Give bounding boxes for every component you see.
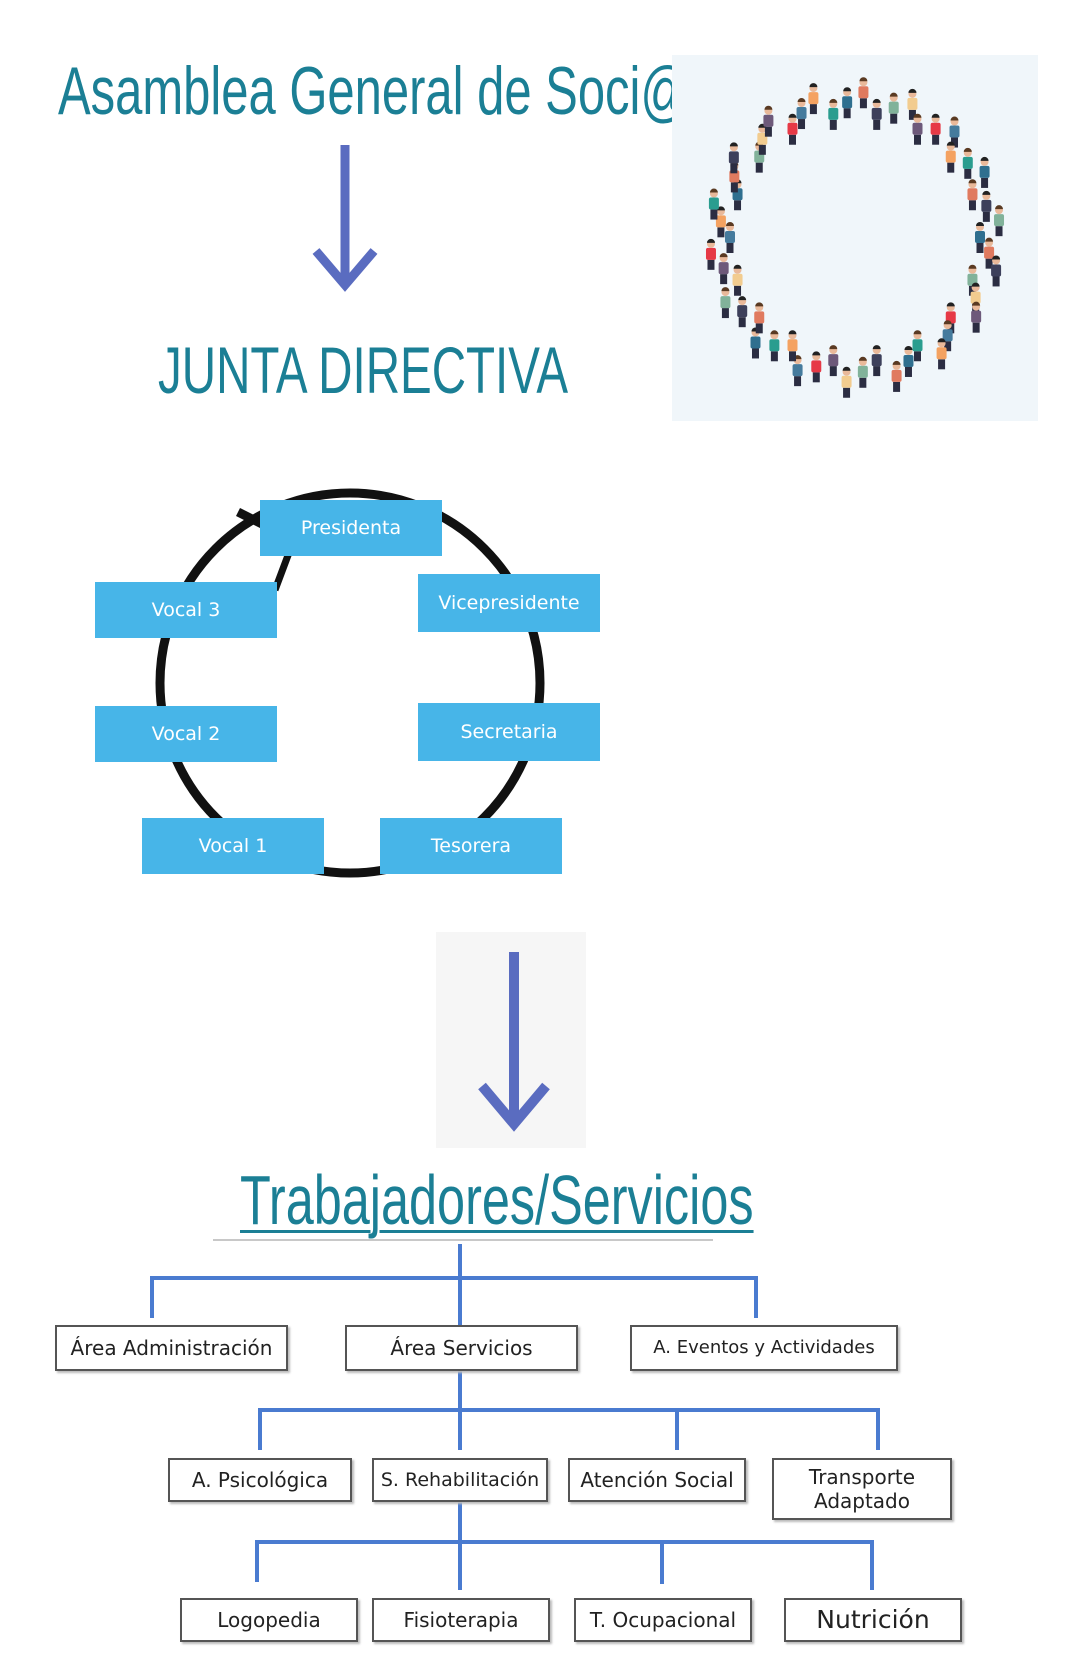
person-figure: [967, 179, 978, 211]
cycle-arrow-head: [271, 548, 294, 592]
person-figure: [984, 237, 995, 269]
person-figure: [787, 113, 798, 145]
person-figure: [828, 98, 839, 130]
role-presidenta: Presidenta: [260, 500, 442, 556]
person-figure: [725, 222, 735, 253]
role-vocal3: Vocal 3: [95, 582, 277, 638]
org-rehabilitacion: S. Rehabilitación: [372, 1458, 548, 1502]
org-fisioterapia: Fisioterapia: [372, 1598, 550, 1642]
person-figure: [871, 98, 882, 130]
person-figure: [757, 123, 768, 155]
person-figure: [808, 83, 819, 115]
person-figure: [811, 351, 822, 383]
cycle-ring: [155, 488, 545, 878]
org-nutricion: Nutrición: [784, 1598, 962, 1642]
asamblea-title: Asamblea General de Soci@s: [58, 53, 715, 129]
person-figure: [842, 87, 853, 119]
person-figure: [769, 330, 780, 362]
role-secretaria: Secretaria: [418, 703, 600, 761]
person-figure: [857, 356, 868, 388]
person-figure: [828, 345, 839, 377]
org-area-administracion: Área Administración: [55, 1325, 288, 1371]
role-vocal2: Vocal 2: [95, 706, 277, 762]
person-figure: [871, 345, 882, 377]
person-figure: [718, 253, 729, 285]
org-logopedia: Logopedia: [180, 1598, 358, 1642]
down-arrow-icon: [312, 145, 378, 292]
cycle-arrow-tail: [235, 507, 265, 529]
trabajadores-title: Trabajadores/Servicios: [240, 1161, 754, 1239]
junta-title: JUNTA DIRECTIVA: [158, 333, 569, 407]
org-area-servicios: Área Servicios: [345, 1325, 578, 1371]
person-figure: [787, 330, 798, 362]
org-eventos-actividades: A. Eventos y Actividades: [630, 1325, 898, 1371]
role-tesorera: Tesorera: [380, 818, 562, 874]
person-figure: [949, 116, 960, 148]
person-figure: [975, 222, 985, 253]
person-figure: [763, 105, 774, 137]
person-figure: [991, 255, 1002, 287]
person-figure: [720, 287, 731, 319]
person-figure: [942, 320, 953, 352]
junta-cycle-diagram: [155, 488, 545, 878]
person-figure: [708, 188, 719, 220]
person-figure: [981, 190, 992, 222]
person-figure: [979, 156, 990, 188]
role-vicepresidente: Vicepresidente: [418, 574, 600, 632]
person-figure: [728, 142, 739, 174]
person-figure: [912, 113, 923, 145]
person-figure: [971, 301, 982, 333]
person-figure: [705, 238, 716, 270]
person-figure: [912, 330, 923, 362]
person-figure: [967, 264, 978, 296]
person-figure: [907, 88, 918, 120]
person-figure: [888, 92, 899, 124]
person-figure: [936, 338, 947, 370]
person-figure: [796, 98, 807, 130]
person-figure: [737, 296, 748, 328]
org-psicologica: A. Psicológica: [168, 1458, 352, 1502]
person-figure: [903, 345, 914, 377]
person-figure: [994, 205, 1005, 237]
people-circle-icon: [705, 77, 1005, 398]
person-figure: [891, 360, 902, 392]
org-atencion-social: Atención Social: [568, 1458, 746, 1502]
role-vocal1: Vocal 1: [142, 818, 324, 874]
org-transporte-adaptado: Transporte Adaptado: [772, 1458, 952, 1520]
person-figure: [962, 147, 973, 179]
person-figure: [732, 264, 743, 296]
person-figure: [715, 206, 726, 238]
person-figure: [945, 141, 956, 173]
person-figure: [841, 366, 852, 398]
person-figure: [754, 302, 765, 334]
people-circle-illustration: [672, 55, 1038, 421]
org-ocupacional: T. Ocupacional: [574, 1598, 752, 1642]
person-figure: [930, 113, 941, 145]
person-figure: [858, 77, 869, 109]
down-arrow-icon: [478, 952, 550, 1132]
